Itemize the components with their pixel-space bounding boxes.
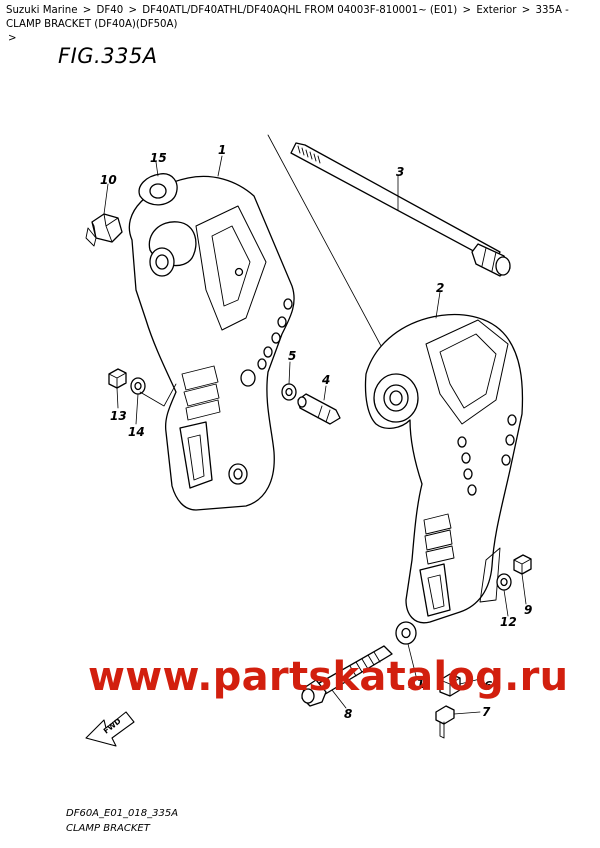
washer-part-11 xyxy=(395,621,417,645)
callout-14: 14 xyxy=(128,425,145,439)
breadcrumb-separator: > xyxy=(82,5,92,16)
breadcrumb: Suzuki Marine > DF40 > DF40ATL/DF40ATHL/… xyxy=(6,4,594,46)
breadcrumb-link-model[interactable]: DF40ATL/DF40ATHL/DF40AQHL FROM 04003F-81… xyxy=(142,5,458,16)
watermark: www.partskatalog.ru xyxy=(88,654,569,700)
callout-8: 8 xyxy=(344,707,352,721)
callout-5: 5 xyxy=(288,349,296,363)
callout-6: 6 xyxy=(484,679,492,693)
bolt-part-8 xyxy=(301,645,393,707)
nut-part-10 xyxy=(85,213,123,247)
callout-12: 12 xyxy=(500,615,517,629)
callout-2: 2 xyxy=(436,281,444,295)
callout-7: 7 xyxy=(482,705,491,719)
callout-3: 3 xyxy=(396,165,404,179)
nut-part-6 xyxy=(439,673,461,697)
breadcrumb-link-df40[interactable]: DF40 xyxy=(96,5,124,16)
figure-title: FIG.335A xyxy=(58,44,158,68)
pin-part-4 xyxy=(297,393,341,425)
breadcrumb-separator: > xyxy=(521,5,531,16)
breadcrumb-link-exterior[interactable]: Exterior xyxy=(476,5,517,16)
through-bolt-part-3 xyxy=(290,142,511,277)
screw-part-7 xyxy=(435,705,455,739)
washer-part-12 xyxy=(496,573,512,591)
fwd-arrow-icon: FWD xyxy=(85,711,135,747)
breadcrumb-separator: > xyxy=(8,33,17,44)
nut-part-9 xyxy=(513,554,532,575)
callout-11: 11 xyxy=(408,677,425,691)
breadcrumb-current: 335A - CLAMP BRACKET (DF40A)(DF50A) xyxy=(6,5,569,30)
footer-figure-name: CLAMP BRACKET xyxy=(66,823,150,834)
callout-13: 13 xyxy=(110,409,127,423)
clamp-bracket-right-part-2 xyxy=(364,313,524,624)
callout-9: 9 xyxy=(524,603,532,617)
footer-figure-code: DF60A_E01_018_335A xyxy=(66,808,179,819)
washer-part-14 xyxy=(130,377,146,395)
nut-part-13 xyxy=(108,368,127,389)
callout-15: 15 xyxy=(150,151,167,165)
breadcrumb-separator: > xyxy=(128,5,137,16)
callout-4: 4 xyxy=(321,373,330,387)
callout-1: 1 xyxy=(218,143,226,157)
callout-leaders xyxy=(103,155,527,715)
plate-part-15 xyxy=(138,173,178,206)
breadcrumb-separator: > xyxy=(462,5,472,16)
clamp-bracket-left-part-1 xyxy=(128,175,295,511)
callout-10: 10 xyxy=(100,173,117,187)
washer-part-5 xyxy=(281,383,297,401)
breadcrumb-link-suzuki-marine[interactable]: Suzuki Marine xyxy=(6,5,78,16)
